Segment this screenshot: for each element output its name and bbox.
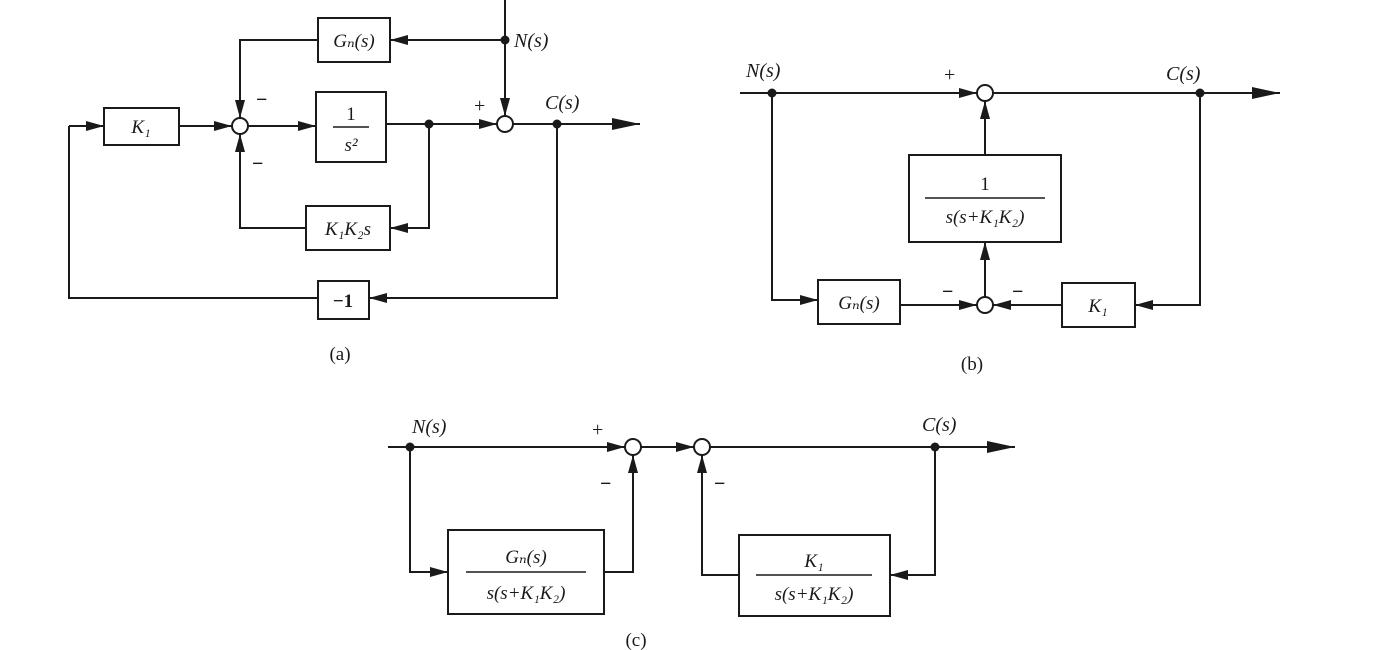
wire	[1135, 93, 1201, 306]
block-fraction-numerator: Gₙ(s)	[505, 547, 546, 568]
pickoff-point	[767, 88, 777, 98]
arrowhead	[607, 442, 625, 452]
arrowhead	[430, 567, 448, 577]
input-label-n: N(s)	[411, 416, 447, 438]
block-k1k2s	[305, 205, 391, 251]
input-label-n: N(s)	[745, 60, 781, 82]
wire	[369, 124, 558, 299]
arrowhead	[800, 295, 818, 305]
arrowhead	[612, 118, 640, 130]
sign-minus: −	[600, 473, 611, 495]
block-minus-one	[317, 280, 370, 320]
arrowhead	[235, 134, 245, 152]
block-fraction-numerator: 1	[980, 174, 990, 195]
arrowhead	[993, 300, 1011, 310]
wire	[409, 447, 448, 573]
arrowhead	[390, 223, 408, 233]
sign-plus: +	[944, 64, 955, 86]
wire	[239, 39, 318, 118]
arrowhead	[890, 570, 908, 580]
summing-junction	[496, 115, 514, 133]
block-k1-label: K₁	[130, 117, 150, 138]
block-fraction-denominator: s(s+K₁K₂)	[775, 584, 854, 605]
pickoff-point	[552, 119, 562, 129]
wire	[390, 124, 430, 229]
panel-b: 1 s(s+K₁K₂) Gₙ(s) K₁ N(s) C(s) + − − (b)	[740, 60, 1280, 375]
panel-c: Gₙ(s) s(s+K₁K₂) K₁ s(s+K₁K₂) N(s) C(s) +…	[388, 414, 1015, 650]
arrowhead	[980, 242, 990, 260]
block-k1k2s-label: K₁K₂s	[324, 219, 371, 240]
block-gn-label: Gₙ(s)	[333, 31, 374, 52]
arrowhead	[369, 293, 387, 303]
arrowhead	[86, 121, 104, 131]
block-k1-label: K₁	[1087, 296, 1107, 317]
wire	[604, 455, 634, 573]
wire	[68, 126, 318, 299]
block-fraction-denominator: s(s+K₁K₂)	[946, 207, 1025, 228]
arrowhead	[390, 35, 408, 45]
arrowhead	[697, 455, 707, 473]
arrowhead	[959, 88, 977, 98]
block-k1	[103, 107, 180, 146]
wire	[890, 447, 936, 576]
arrowhead	[479, 119, 497, 129]
arrowhead	[628, 455, 638, 473]
block-gn-label: Gₙ(s)	[838, 293, 879, 314]
arrowhead	[1252, 87, 1280, 99]
wire	[239, 134, 306, 229]
arrowhead	[1135, 300, 1153, 310]
block-fraction-denominator: s²	[344, 135, 357, 156]
summing-junction	[976, 296, 994, 314]
summing-junction	[624, 438, 642, 456]
block-fraction-numerator: K₁	[803, 551, 823, 572]
arrowhead	[235, 100, 245, 118]
caption-b: (b)	[961, 354, 983, 375]
caption-a: (a)	[329, 344, 350, 365]
arrowhead	[500, 98, 510, 116]
sign-plus: +	[474, 95, 485, 117]
summing-junction	[693, 438, 711, 456]
output-label-c: C(s)	[922, 414, 957, 436]
wire	[701, 455, 739, 576]
block-fraction-denominator: s(s+K₁K₂)	[487, 583, 566, 604]
wire	[771, 93, 818, 301]
arrowhead	[987, 441, 1015, 453]
block-gn	[317, 17, 391, 63]
pickoff-point	[424, 119, 434, 129]
output-label-c: C(s)	[545, 92, 580, 114]
arrowhead	[980, 101, 990, 119]
arrowhead	[959, 300, 977, 310]
pickoff-point	[405, 442, 415, 452]
block-fraction-numerator: 1	[346, 104, 356, 125]
sign-minus: −	[1012, 281, 1023, 303]
sign-plus: +	[592, 419, 603, 441]
block-gn	[817, 279, 901, 325]
pickoff-point	[500, 35, 510, 45]
summing-junction	[231, 117, 249, 135]
output-label-c: C(s)	[1166, 63, 1201, 85]
pickoff-point	[1195, 88, 1205, 98]
block-k1	[1061, 282, 1136, 328]
sign-minus: −	[252, 153, 263, 175]
arrowhead	[298, 121, 316, 131]
block-minus-one-label: −1	[333, 291, 353, 312]
sign-minus: −	[714, 473, 725, 495]
panel-a: K₁ Gₙ(s) 1 s² K₁K₂s −1 N(s) C(s) − − + (…	[68, 0, 640, 365]
caption-c: (c)	[625, 630, 646, 650]
pickoff-point	[930, 442, 940, 452]
arrowhead	[214, 121, 232, 131]
arrowhead	[676, 442, 694, 452]
sign-minus: −	[256, 89, 267, 111]
summing-junction	[976, 84, 994, 102]
input-label-n: N(s)	[513, 30, 549, 52]
sign-minus: −	[942, 281, 953, 303]
